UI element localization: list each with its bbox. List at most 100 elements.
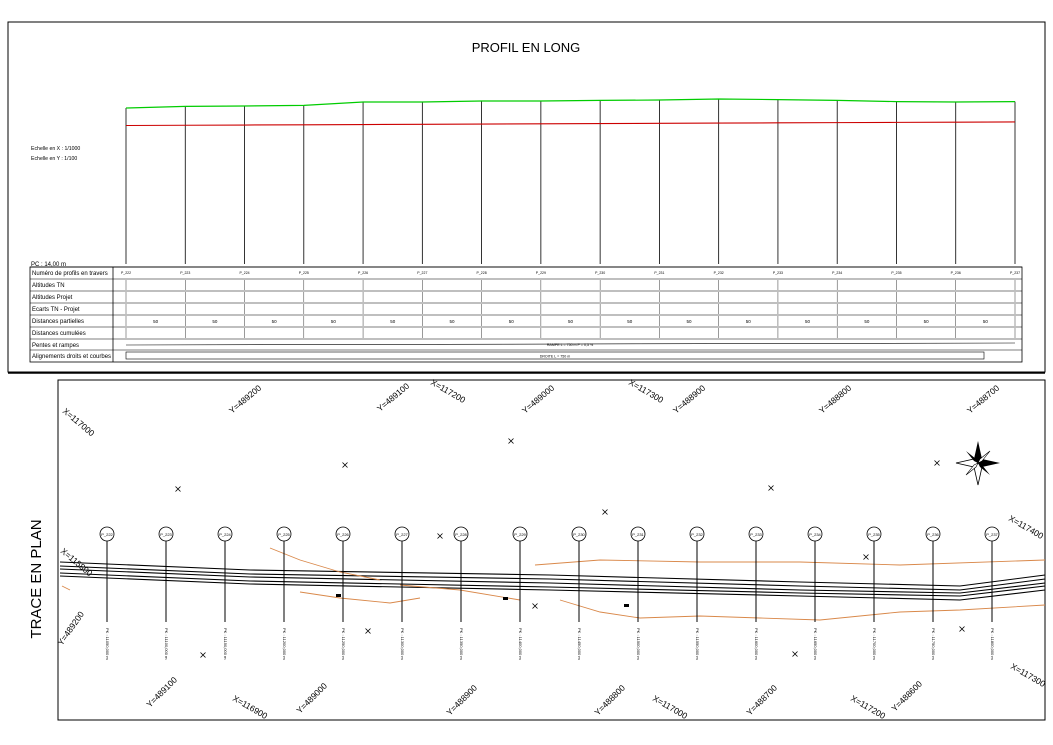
- slope-text: RAMPE L = 750 m P = 0,5 %: [547, 343, 594, 347]
- slope-line: [125, 342, 1016, 346]
- grid-coordinate-label: X=117000: [61, 406, 97, 438]
- station-circle: [689, 526, 705, 542]
- station-pk-label: PK : 11050,000 m: [105, 628, 110, 660]
- plan-frame: [57, 379, 1046, 721]
- grid-coordinate-label: X=117200: [849, 693, 887, 721]
- band-station-name: P_229: [536, 271, 546, 275]
- band-station-name: P_234: [832, 271, 842, 275]
- band-row-label: Distances partielles: [32, 319, 84, 325]
- survey-point-cross-icon: [342, 462, 348, 468]
- grid-coordinate-label: Y=488700: [965, 383, 1002, 416]
- grid-coordinate-label: Y=489000: [520, 383, 557, 416]
- station-pk-label: PK : 11800,000 m: [990, 628, 995, 660]
- grid-coordinate-label: X=117400: [1007, 513, 1045, 541]
- station-circle-label: P_234: [809, 532, 821, 537]
- station-pk-label: PK : 11400,000 m: [518, 628, 523, 660]
- station-pk-label: PK : 11700,000 m: [872, 628, 877, 660]
- survey-point-cross-icon: [959, 626, 965, 632]
- partial-distance-value: 50: [864, 319, 870, 324]
- survey-point-cross-icon: [768, 485, 774, 491]
- survey-point-cross-icon: [602, 509, 608, 515]
- station-circle-label: P_232: [691, 532, 703, 537]
- station-circle: [984, 526, 1000, 542]
- survey-point-cross-icon: [200, 652, 206, 658]
- band-station-name: P_237: [1010, 271, 1020, 275]
- station-pk-label: PK : 11750,000 m: [931, 628, 936, 660]
- station-circle: [276, 526, 292, 542]
- grid-coordinate-label: Y=489200: [55, 609, 86, 647]
- station-circle-label: P_228: [455, 532, 467, 537]
- station-circle: [512, 526, 528, 542]
- station-circle: [866, 526, 882, 542]
- station-circle: [217, 526, 233, 542]
- north-arrow-icon: [955, 441, 1000, 486]
- road-edge-line: [59, 565, 1046, 591]
- band-station-name: P_231: [654, 271, 664, 275]
- station-pk-label: PK : 11250,000 m: [341, 628, 346, 660]
- grid-coordinate-label: X=117300: [1009, 661, 1047, 689]
- scale-x-label: Echelle en X : 1/1000: [31, 146, 80, 152]
- grid-coordinate-label: Y=488900: [671, 383, 708, 416]
- station-circle: [158, 526, 174, 542]
- survey-point-cross-icon: [365, 628, 371, 634]
- survey-point-cross-icon: [792, 651, 798, 657]
- partial-distance-value: 50: [331, 319, 337, 324]
- station-pk-label: PK : 11150,000 m: [223, 628, 228, 660]
- partial-distance-value: 50: [924, 319, 930, 324]
- scale-y-label: Echelle en Y : 1/100: [31, 156, 77, 162]
- station-circle: [571, 526, 587, 542]
- station-circle: [335, 526, 351, 542]
- band-station-name: P_233: [773, 271, 783, 275]
- station-pk-label: PK : 11200,000 m: [282, 628, 287, 660]
- grid-coordinate-label: Y=488800: [817, 383, 854, 416]
- grid-coordinate-label: X=116900: [231, 693, 269, 721]
- band-row-label: Altitudes Projet: [32, 295, 73, 301]
- station-pk-label: PK : 11300,000 m: [400, 628, 405, 660]
- profile-graph: [30, 98, 1022, 268]
- road-marker-block: [336, 594, 341, 597]
- grid-coordinate-label: Y=489100: [144, 675, 179, 710]
- contour-line: [399, 584, 521, 601]
- road-edge-line: [59, 561, 1046, 587]
- station-circle: [630, 526, 646, 542]
- partial-distance-value: 50: [390, 319, 396, 324]
- contour-line: [61, 585, 71, 591]
- band-row-label: Pentes et rampes: [32, 343, 79, 349]
- contour-line: [299, 591, 421, 604]
- road-edge-line: [59, 568, 1046, 594]
- station-circle: [925, 526, 941, 542]
- alignment-text: DROITE L = 750 m: [540, 355, 571, 359]
- station-pk-label: PK : 11600,000 m: [754, 628, 759, 660]
- reference-plane-label: PC : 14,00 m: [31, 262, 66, 268]
- band-station-name: P_235: [891, 271, 901, 275]
- road-marker-block: [624, 604, 629, 607]
- partial-distance-value: 50: [153, 319, 159, 324]
- station-circle-label: P_235: [868, 532, 880, 537]
- profile-frame: [7, 21, 1046, 373]
- station-circle-label: P_231: [632, 532, 644, 537]
- grid-coordinate-label: Y=488600: [889, 679, 924, 714]
- survey-point-cross-icon: [863, 554, 869, 560]
- contour-line: [559, 599, 1046, 621]
- band-station-name: P_232: [714, 271, 724, 275]
- station-circle-label: P_233: [750, 532, 762, 537]
- station-circle: [453, 526, 469, 542]
- survey-point-cross-icon: [934, 460, 940, 466]
- partial-distance-value: 50: [687, 319, 693, 324]
- station-pk-label: PK : 11450,000 m: [577, 628, 582, 660]
- partial-distance-value: 50: [568, 319, 574, 324]
- band-station-name: P_224: [239, 271, 249, 275]
- terrain-line: [125, 98, 1016, 109]
- survey-point-cross-icon: [437, 533, 443, 539]
- partial-distance-value: 50: [449, 319, 455, 324]
- station-pk-label: PK : 11100,000 m: [164, 628, 169, 660]
- partial-distance-value: 50: [746, 319, 752, 324]
- station-circle-label: P_225: [278, 532, 290, 537]
- station-circle-label: P_223: [160, 532, 172, 537]
- survey-point-cross-icon: [175, 486, 181, 492]
- contour-line: [269, 547, 381, 581]
- band-station-name: P_223: [180, 271, 190, 275]
- station-circle-label: P_230: [573, 532, 585, 537]
